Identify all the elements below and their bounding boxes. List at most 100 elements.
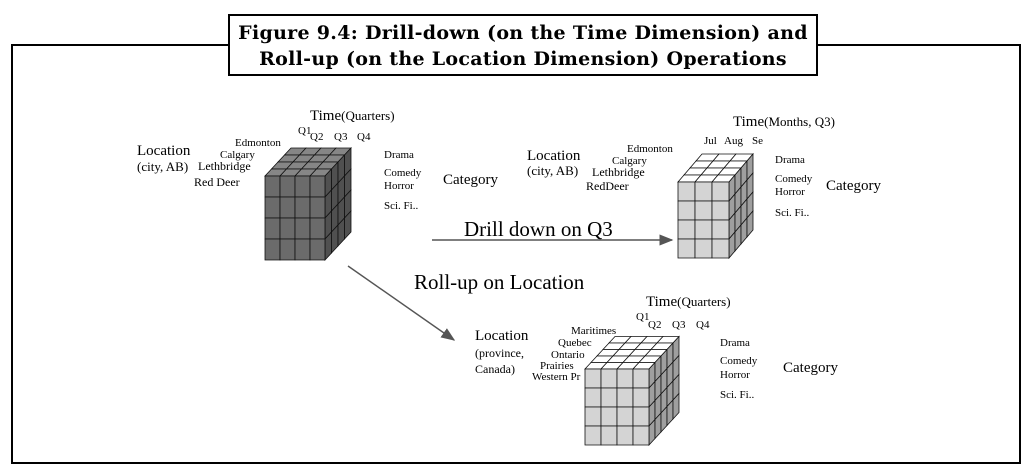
caption-line-2: Roll-up (on the Location Dimension) Oper… — [259, 48, 787, 70]
source-time-label: Time(Quarters) — [310, 108, 395, 124]
cube-side-cell — [746, 209, 754, 239]
drill-location-member: Calgary — [612, 155, 647, 167]
roll-up-label: Roll-up on Location — [414, 270, 585, 294]
cube-front-cell — [677, 219, 696, 240]
cube-front-cell — [279, 217, 296, 240]
rollup-category-member: Sci. Fi.. — [720, 389, 754, 401]
cube-front-cell — [711, 238, 730, 259]
cube-front-cell — [584, 406, 602, 427]
rollup-location-sub: (province, — [475, 346, 524, 360]
drill-location-member: Lethbridge — [592, 165, 645, 179]
drilled-cube — [677, 152, 754, 260]
olap-diagram: Drill down on Q3 Roll-up on Location Tim… — [137, 108, 881, 447]
cube-front-cell — [294, 238, 311, 261]
drill-time-label: Time(Months, Q3) — [733, 114, 835, 130]
source-category-member: Horror — [384, 180, 414, 192]
rollup-location-member: Western Pr — [532, 371, 581, 383]
drill-location-member: RedDeer — [586, 179, 629, 193]
cube-front-cell — [616, 406, 634, 427]
cube-front-cell — [584, 368, 602, 389]
drill-category-member: Drama — [775, 154, 805, 166]
cube-front-cell — [616, 425, 634, 446]
rollup-category-label: Category — [783, 360, 838, 376]
drill-down-label: Drill down on Q3 — [464, 217, 613, 241]
rollup-location-member: Ontario — [551, 349, 585, 361]
source-location-label: Location — [137, 143, 191, 159]
cube-front-cell — [309, 238, 326, 261]
source-location-member: Calgary — [220, 149, 255, 161]
drill-time-member: Aug — [724, 135, 743, 147]
rollup-location-member: Quebec — [558, 337, 592, 349]
source-location-member: Edmonton — [235, 137, 281, 149]
source-category-label: Category — [443, 172, 498, 188]
cube-front-cell — [600, 425, 618, 446]
rollup-time-member: Q3 — [672, 319, 686, 331]
cube-front-cell — [711, 181, 730, 202]
source-time-member: Q3 — [334, 131, 348, 143]
cube-front-cell — [294, 217, 311, 240]
cube-side-cell — [344, 209, 352, 241]
drill-location-sub: (city, AB) — [527, 163, 578, 178]
cube-front-cell — [711, 200, 730, 221]
drill-location-label: Location — [527, 148, 581, 164]
drill-category-member: Sci. Fi.. — [775, 207, 809, 219]
cube-front-cell — [309, 196, 326, 219]
cube-front-cell — [584, 425, 602, 446]
source-time-member: Q2 — [310, 131, 323, 143]
cube-front-cell — [616, 368, 634, 389]
drill-category-member: Comedy — [775, 173, 813, 185]
rollup-time-member: Q2 — [648, 319, 661, 331]
source-location-member: Red Deer — [194, 175, 240, 189]
drill-time-member: Se — [752, 135, 763, 147]
cube-front-cell — [632, 425, 650, 446]
source-time-member: Q4 — [357, 131, 371, 143]
rollup-location-label: Location — [475, 328, 529, 344]
cube-front-cell — [294, 175, 311, 198]
caption-line-1: Figure 9.4: Drill-down (on the Time Dime… — [238, 22, 808, 44]
rolled-up-cube — [584, 335, 680, 447]
rollup-location-member: Prairies — [540, 360, 574, 372]
drill-category-member: Horror — [775, 186, 805, 198]
cube-front-cell — [694, 219, 713, 240]
cube-front-cell — [694, 238, 713, 259]
source-category-member: Drama — [384, 149, 414, 161]
cube-front-cell — [309, 217, 326, 240]
cube-front-cell — [694, 200, 713, 221]
cube-front-cell — [264, 196, 281, 219]
cube-front-cell — [677, 238, 696, 259]
cube-front-cell — [600, 406, 618, 427]
cube-front-cell — [264, 175, 281, 198]
rollup-time-member: Q4 — [696, 319, 710, 331]
rollup-category-member: Drama — [720, 337, 750, 349]
source-category-member: Sci. Fi.. — [384, 200, 418, 212]
cube-front-cell — [584, 387, 602, 408]
source-time-member: Q1 — [298, 125, 311, 137]
cube-front-cell — [616, 387, 634, 408]
source-location-member: Lethbridge — [198, 159, 251, 173]
cube-front-cell — [632, 368, 650, 389]
drill-location-member: Edmonton — [627, 143, 673, 155]
roll-up-arrow — [347, 265, 456, 341]
cube-front-cell — [309, 175, 326, 198]
rollup-category-member: Comedy — [720, 355, 758, 367]
cube-front-cell — [264, 217, 281, 240]
cube-front-cell — [294, 196, 311, 219]
cube-front-cell — [694, 181, 713, 202]
cube-front-cell — [279, 196, 296, 219]
figure-caption: Figure 9.4: Drill-down (on the Time Dime… — [228, 14, 818, 76]
cube-front-cell — [600, 387, 618, 408]
drill-category-label: Category — [826, 178, 881, 194]
rollup-time-label: Time(Quarters) — [646, 294, 731, 310]
cube-side-cell — [672, 392, 680, 421]
cube-front-cell — [600, 368, 618, 389]
source-location-sub: (city, AB) — [137, 159, 188, 174]
drill-time-member: Jul — [704, 135, 717, 147]
cube-front-cell — [632, 406, 650, 427]
source-cube — [264, 146, 352, 262]
cube-front-cell — [279, 238, 296, 261]
cube-front-cell — [677, 181, 696, 202]
cube-front-cell — [264, 238, 281, 261]
cube-front-cell — [632, 387, 650, 408]
rollup-time-member: Q1 — [636, 311, 649, 323]
cube-front-cell — [677, 200, 696, 221]
